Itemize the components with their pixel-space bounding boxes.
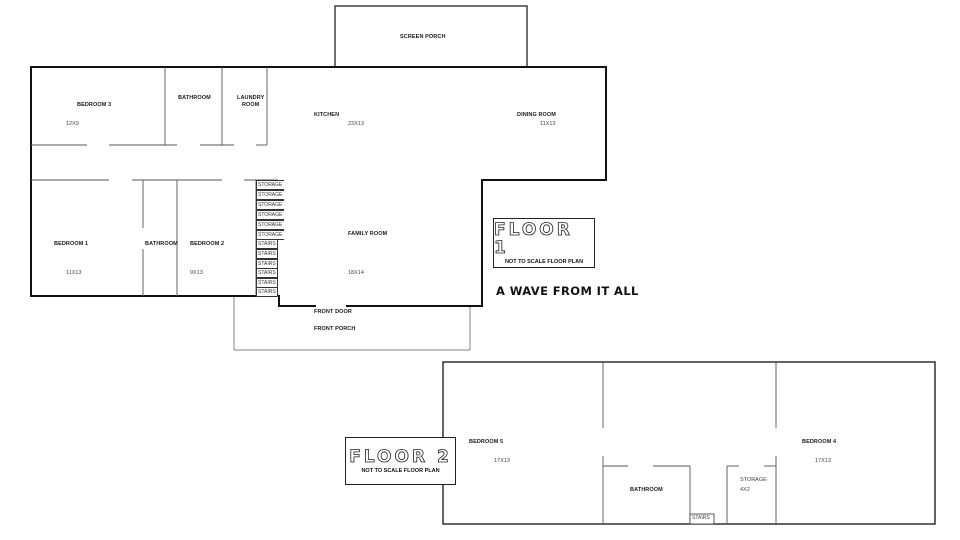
storage-cell: STORAGE — [256, 190, 284, 200]
floor1-subtitle: NOT TO SCALE FLOOR PLAN — [504, 259, 584, 265]
storage-floor2-size: 4X2 — [740, 487, 750, 493]
laundry-label-line1: LAUNDRY — [237, 95, 265, 101]
storage-cell: STORAGE — [256, 210, 284, 220]
family-room-label: FAMILY ROOM — [348, 231, 388, 237]
dining-room-label: DINING ROOM — [517, 112, 556, 118]
bedroom1-size: 11X13 — [66, 270, 82, 276]
floor2-subtitle: NOT TO SCALE FLOOR PLAN — [361, 468, 440, 474]
storage-cell: STORAGE — [256, 180, 284, 190]
bedroom1-label: BEDROOM 1 — [54, 241, 89, 247]
floor1-title-box: FLOOR 1 NOT TO SCALE FLOOR PLAN — [493, 218, 595, 268]
tagline: A WAVE FROM IT ALL — [496, 284, 639, 298]
bedroom5-size: 17X13 — [494, 458, 510, 464]
storage-cell: STORAGE — [256, 220, 284, 230]
dining-room-size: 11X13 — [540, 121, 556, 127]
floor1-title: FLOOR 1 — [494, 220, 573, 258]
bedroom3-size: 12X9 — [66, 121, 79, 127]
kitchen-label: KITCHEN — [314, 112, 340, 118]
stairs-cell: STAIRS — [256, 268, 278, 278]
bathroom-mid-label: BATHROOM — [145, 241, 178, 247]
front-porch-label: FRONT PORCH — [314, 326, 356, 332]
bedroom5-label: BEDROOM 5 — [469, 439, 504, 445]
storage-cell: STORAGE — [256, 200, 284, 210]
stairs-cell: STAIRS — [256, 287, 278, 297]
family-room-size: 18X14 — [348, 270, 364, 276]
laundry-room-label: LAUNDRY ROOM — [237, 95, 264, 109]
bathroom-floor2-label: BATHROOM — [630, 487, 663, 493]
front-door-label: FRONT DOOR — [314, 309, 352, 315]
bedroom3-label: BEDROOM 3 — [77, 102, 112, 108]
stairs-cell: STAIRS — [256, 249, 278, 259]
floor2-title-box: FLOOR 2 NOT TO SCALE FLOOR PLAN — [345, 437, 456, 485]
kitchen-size: 23X13 — [348, 121, 364, 127]
bedroom4-label: BEDROOM 4 — [802, 439, 837, 445]
stairs-floor2-label: STAIRS — [692, 515, 710, 521]
storage-floor2-label: STORAGE — [740, 477, 767, 483]
floor2-title: FLOOR 2 — [349, 447, 452, 467]
screen-porch-label: SCREEN PORCH — [400, 34, 446, 40]
stairs-cell: STAIRS — [256, 239, 278, 249]
laundry-label-line2: ROOM — [241, 102, 260, 108]
bedroom2-label: BEDROOM 2 — [190, 241, 225, 247]
bedroom2-size: 9X13 — [190, 270, 203, 276]
bathroom-top-label: BATHROOM — [178, 95, 211, 101]
bedroom4-size: 17X13 — [815, 458, 831, 464]
